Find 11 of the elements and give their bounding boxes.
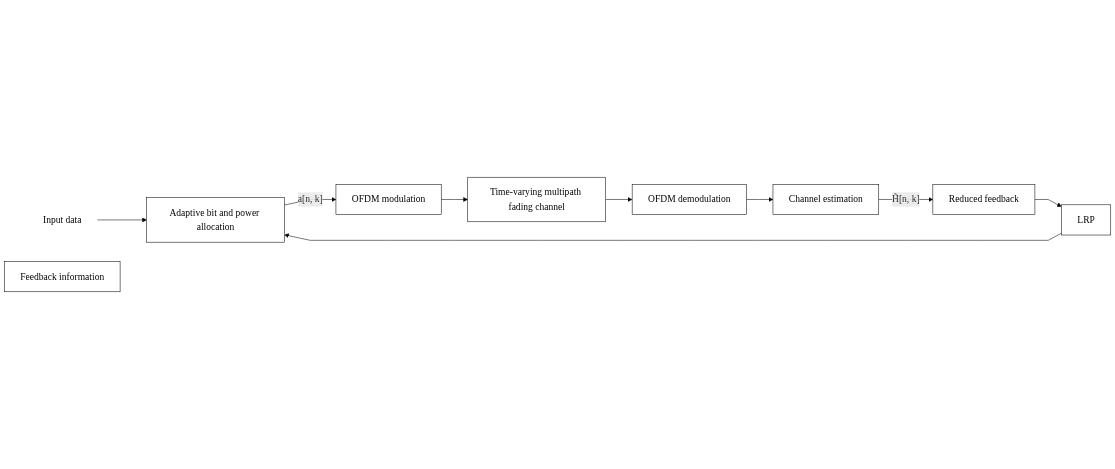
node-box: OFDM demodulation (631, 184, 747, 215)
node-box: Reduced feedback (932, 184, 1036, 215)
node-text: Input data (42, 214, 82, 225)
node-box: Feedback information (3, 261, 121, 293)
node-box: Adaptive bit and power allocation (146, 197, 285, 243)
node-box: LRP (1061, 204, 1112, 236)
edge-label: H̃[n, k] (892, 193, 920, 205)
edge-label: a[n, k] (297, 193, 323, 205)
node-box: OFDM modulation (335, 184, 442, 215)
node-box: Time-varying multipath fading channel (467, 176, 606, 223)
node-box: Channel estimation (772, 184, 879, 215)
